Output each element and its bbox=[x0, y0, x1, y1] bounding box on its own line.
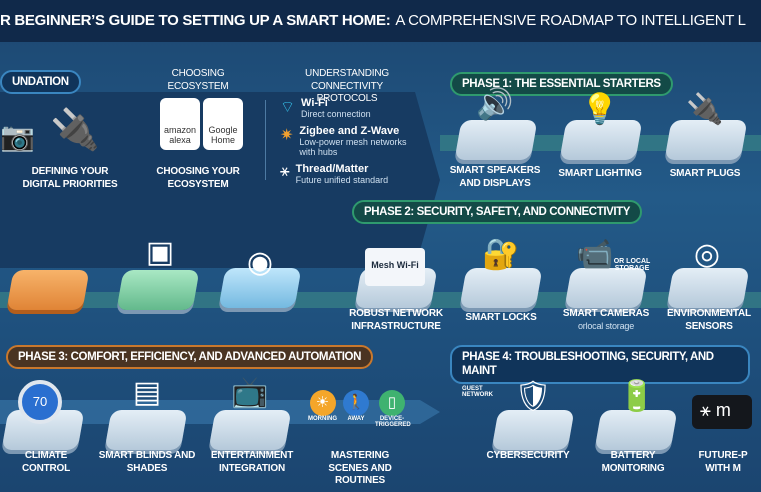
shield-icon: 🛡 bbox=[513, 380, 553, 413]
phase4-item-label: CYBERSECURITY bbox=[486, 450, 570, 461]
camera-icon: 📹 bbox=[576, 238, 614, 271]
protocol-desc: Low-power mesh networks with hubs bbox=[299, 137, 407, 157]
matter-icon: ⚹ bbox=[280, 163, 290, 180]
walk-icon: 🚶 bbox=[343, 390, 369, 416]
phase1-item-label: SMART PLUGS bbox=[669, 168, 741, 179]
platform bbox=[208, 410, 292, 450]
platform bbox=[6, 270, 90, 310]
protocol-name: Thread/Matter bbox=[295, 163, 369, 175]
phase1-item-label: SMART SPEAKERS AND DISPLAYS bbox=[449, 165, 541, 189]
label-text: SMART CAMERAS bbox=[562, 308, 650, 319]
mesh-wifi-icon: Mesh Wi-Fi bbox=[365, 248, 425, 286]
storage-tag: OR LOCAL STORAGE bbox=[613, 258, 651, 272]
plug-icon: 🔌 bbox=[686, 93, 724, 126]
platform bbox=[459, 268, 543, 308]
routine-away: 🚶AWAY bbox=[343, 390, 369, 428]
ecosystem-heading: CHOOSING ECOSYSTEM bbox=[167, 68, 229, 92]
divider bbox=[265, 100, 266, 180]
tv-icon: 📺 bbox=[231, 376, 269, 409]
sun-icon: ☀ bbox=[309, 390, 336, 416]
phase2-item-label: ENVIRONMENTAL SENSORS bbox=[667, 308, 751, 332]
phase2-item-label: ROBUST NETWORK INFRASTRUCTURE bbox=[349, 308, 443, 332]
phone-icon: ▯ bbox=[379, 390, 405, 416]
hub-icon: ◉ bbox=[246, 246, 274, 279]
title-rest: A COMPREHENSIVE ROADMAP TO INTELLIGENT L bbox=[395, 12, 746, 30]
protocol-desc: Direct connection bbox=[301, 109, 371, 119]
platform bbox=[491, 410, 575, 450]
routine-label: AWAY bbox=[347, 416, 365, 422]
lock-icon: 🔐 bbox=[482, 238, 520, 271]
routine-icons: ☀MORNING 🚶AWAY ▯DEVICE-TRIGGERED bbox=[308, 390, 411, 428]
thermostat-plug-icon: 🔌 bbox=[50, 108, 100, 152]
routine-device: ▯DEVICE-TRIGGERED bbox=[375, 390, 411, 428]
alexa-logo: amazon alexa bbox=[160, 98, 200, 150]
platform bbox=[104, 410, 188, 450]
battery-icon: 🔋 bbox=[618, 380, 656, 413]
routine-morning: ☀MORNING bbox=[308, 390, 337, 428]
mesh-icon: ✷ bbox=[280, 127, 294, 144]
platform bbox=[666, 268, 750, 308]
matter-logo-icon: ⚹ m bbox=[692, 395, 752, 429]
foundation-pill: UNDATION bbox=[0, 70, 81, 95]
phase3-pill: PHASE 3: COMFORT, EFFICIENCY, AND ADVANC… bbox=[6, 345, 373, 370]
routine-label: MORNING bbox=[308, 416, 337, 422]
phase4-pill: PHASE 4: TROUBLESHOOTING, SECURITY, AND … bbox=[450, 345, 750, 384]
matter-logo-text: m bbox=[715, 400, 731, 420]
protocol-desc: Future unified standard bbox=[295, 175, 389, 185]
phase4-item-label: FUTURE-P WITH M bbox=[698, 450, 748, 474]
title-bar: R BEGINNER’S GUIDE TO SETTING UP A SMART… bbox=[0, 0, 761, 42]
platform bbox=[594, 410, 678, 450]
platform bbox=[664, 120, 748, 160]
phase4-item-label: BATTERY MONITORING bbox=[601, 450, 665, 474]
phase1-item-label: SMART LIGHTING bbox=[558, 168, 642, 179]
phase2-pill: PHASE 2: SECURITY, SAFETY, AND CONNECTIV… bbox=[352, 200, 643, 225]
speaker-display-icon: 🔊 bbox=[476, 88, 514, 121]
title-bold: R BEGINNER’S GUIDE TO SETTING UP A SMART… bbox=[0, 12, 391, 30]
blinds-icon: ▤ bbox=[132, 376, 162, 409]
phase3-item-label: CLIMATE CONTROL bbox=[21, 450, 71, 474]
hub-icon: ▣ bbox=[145, 236, 175, 269]
sensor-icon: ◎ bbox=[693, 238, 721, 271]
foundation-item-label: CHOOSING YOUR ECOSYSTEM bbox=[156, 166, 240, 190]
phase3-item-label: ENTERTAINMENT INTEGRATION bbox=[210, 450, 294, 474]
protocols-heading: UNDERSTANDING CONNECTIVITY PROTOCOLS bbox=[305, 68, 389, 104]
platform bbox=[454, 120, 538, 160]
routine-label: DEVICE-TRIGGERED bbox=[375, 416, 411, 428]
google-home-logo: Google Home bbox=[203, 98, 243, 150]
camera-icon: 📷 bbox=[0, 121, 35, 152]
bulb-icon: 💡 bbox=[581, 93, 619, 126]
platform bbox=[559, 120, 643, 160]
protocol-name: Wi-Fi bbox=[301, 97, 328, 109]
foundation-item-label: DEFINING YOUR DIGITAL PRIORITIES bbox=[22, 166, 118, 190]
platform bbox=[116, 270, 200, 310]
thermostat-icon: 70 bbox=[18, 380, 62, 424]
wifi-icon: ⌔ bbox=[280, 99, 296, 116]
protocol-name: Zigbee and Z-Wave bbox=[299, 125, 400, 137]
guest-network-tag: GUEST NETWORK bbox=[462, 386, 493, 398]
phase2-item-label: SMART LOCKS bbox=[465, 312, 537, 323]
phase3-item-label: MASTERING SCENES AND ROUTINES bbox=[328, 450, 392, 486]
label-sub: orlocal storage bbox=[577, 320, 635, 331]
phase1-pill: PHASE 1: THE ESSENTIAL STARTERS bbox=[450, 72, 673, 97]
platform bbox=[564, 268, 648, 308]
phase3-item-label: SMART BLINDS AND SHADES bbox=[98, 450, 196, 474]
